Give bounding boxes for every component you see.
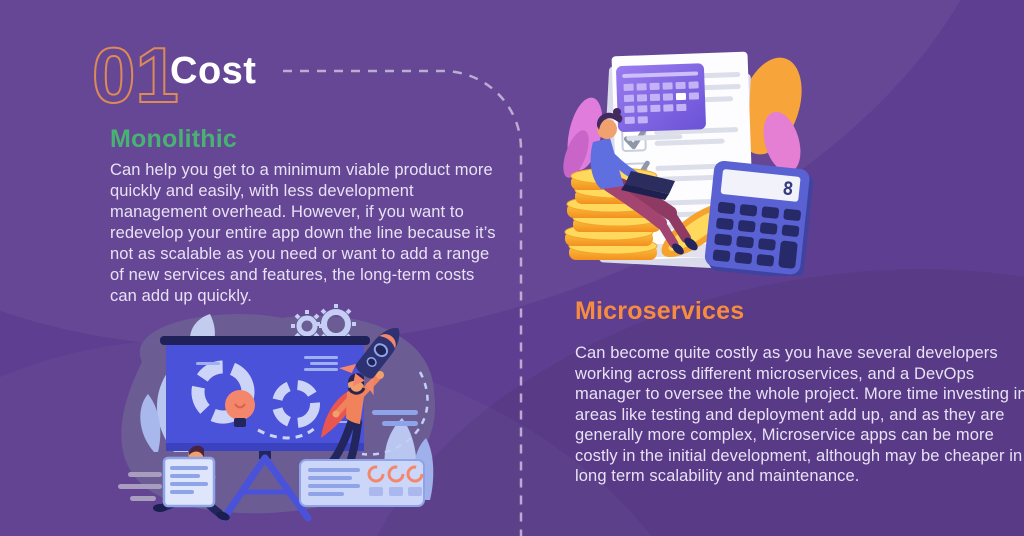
- head: [597, 119, 617, 139]
- monolithic-section-title: Monolithic: [110, 125, 237, 153]
- speed-lines-decor: [118, 472, 162, 501]
- cost-checklist-calculator-illustration: 8: [563, 51, 814, 276]
- notes-panel: [162, 456, 216, 508]
- blob-decor: [738, 57, 802, 173]
- lightbulb-icon: [225, 390, 255, 427]
- gauge-circles: [367, 465, 424, 483]
- dashboard-panel: [299, 459, 425, 507]
- monolithic-body-text: Can help you get to a minimum viable pro…: [110, 161, 496, 305]
- tripod-stand: [220, 454, 312, 522]
- rocket-icon: [338, 327, 400, 396]
- section-number-outline: 01: [91, 30, 180, 120]
- devops-presentation-illustration: [118, 304, 436, 522]
- microservices-body-text: Can become quite costly as you have seve…: [575, 344, 1024, 485]
- hair: [596, 112, 623, 130]
- dashed-flow-decor: [257, 425, 318, 440]
- calculator-display-value: 8: [781, 178, 794, 200]
- section-number-text: 01: [92, 31, 179, 119]
- microservices-section-title: Microservices: [575, 297, 745, 325]
- calendar-icon: [616, 63, 706, 141]
- calculator-buttons: [712, 201, 801, 269]
- board-text-lines: [196, 356, 338, 371]
- calculator-display: [720, 169, 801, 202]
- calculator-icon: 8: [704, 160, 814, 276]
- dashed-trail-decor: [361, 371, 429, 456]
- laptop-icon: [621, 171, 675, 200]
- person-on-coins: [590, 108, 698, 255]
- page-title: Cost: [170, 50, 257, 92]
